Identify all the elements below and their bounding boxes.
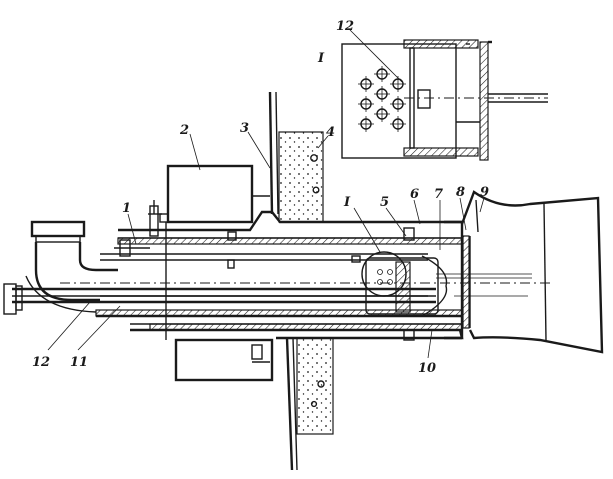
- callout-6: 6: [410, 187, 419, 202]
- callout-labels: 1 2 3 4 5 6 7 8 9 10 11 12 I I 12: [32, 19, 489, 376]
- gas-inlet-elbow: [25, 220, 118, 313]
- air-box: [165, 164, 274, 382]
- callout-3: 3: [240, 121, 249, 136]
- callout-12: 12: [32, 355, 50, 370]
- leader-lines: [47, 29, 485, 359]
- callout-7: 7: [434, 187, 443, 202]
- callout-11: 11: [70, 355, 88, 370]
- nozzle-hole-pattern: [358, 66, 406, 132]
- section-marker-circle: [361, 251, 407, 297]
- callout-4: 4: [326, 125, 335, 140]
- furnace-wall-upper: [268, 91, 324, 223]
- callout-9: 9: [480, 185, 489, 200]
- furnace-wall-lower: [285, 337, 334, 471]
- callout-2: 2: [179, 123, 189, 138]
- callout-10: 10: [418, 361, 436, 376]
- callout-5: 5: [380, 195, 389, 210]
- burner-housing: [95, 200, 464, 363]
- detail-callout-12: 12: [336, 19, 354, 34]
- callout-8: 8: [456, 185, 465, 200]
- detail-view: [341, 39, 548, 161]
- callout-1: 1: [122, 201, 131, 216]
- nozzle-head: [365, 220, 471, 341]
- detail-view-label: I: [317, 51, 325, 66]
- burner-cone: [460, 190, 604, 354]
- section-mark-label: I: [343, 195, 351, 210]
